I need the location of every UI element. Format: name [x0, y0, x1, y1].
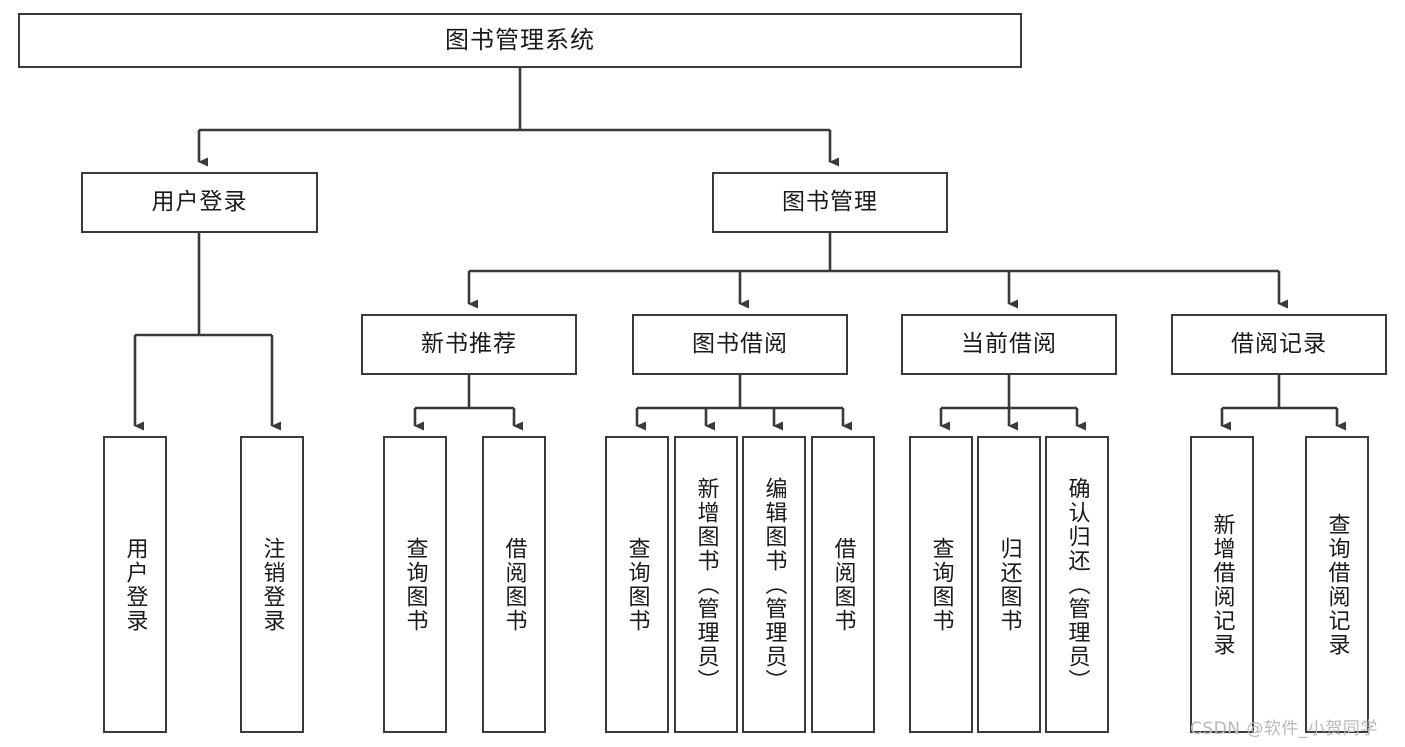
node-leaf-query-record[interactable]: 查询借阅记录: [1305, 436, 1369, 733]
node-book-borrow[interactable]: 图书借阅: [632, 314, 848, 375]
node-leaf-query-book-3[interactable]: 查询图书: [909, 436, 973, 733]
node-root-label: 图书管理系统: [445, 26, 595, 55]
node-leaf-borrow-book-2-label: 借阅图书: [830, 536, 856, 633]
node-current-borrow[interactable]: 当前借阅: [901, 314, 1117, 375]
node-book-management-label: 图书管理: [782, 188, 878, 215]
node-leaf-add-book-label: 新增图书（管理员）: [693, 476, 719, 693]
node-current-borrow-label: 当前借阅: [961, 330, 1057, 357]
node-leaf-user-logout[interactable]: 注销登录: [240, 436, 304, 733]
node-book-management[interactable]: 图书管理: [712, 172, 948, 233]
node-user-login[interactable]: 用户登录: [81, 172, 318, 233]
node-borrow-record-label: 借阅记录: [1231, 330, 1327, 357]
node-leaf-query-book-2[interactable]: 查询图书: [605, 436, 669, 733]
node-new-book-recommend[interactable]: 新书推荐: [361, 314, 577, 375]
node-leaf-confirm-return[interactable]: 确认归还（管理员）: [1045, 436, 1109, 733]
node-user-login-label: 用户登录: [151, 188, 248, 215]
node-leaf-query-record-label: 查询借阅记录: [1324, 512, 1350, 657]
node-leaf-add-book[interactable]: 新增图书（管理员）: [674, 436, 738, 733]
node-leaf-query-book-3-label: 查询图书: [928, 536, 954, 633]
node-leaf-borrow-book-2[interactable]: 借阅图书: [811, 436, 875, 733]
node-root[interactable]: 图书管理系统: [18, 13, 1022, 68]
node-leaf-confirm-return-label: 确认归还（管理员）: [1064, 476, 1090, 693]
node-leaf-query-book-2-label: 查询图书: [624, 536, 650, 633]
node-leaf-user-logout-label: 注销登录: [259, 536, 285, 633]
csdn-watermark: CSDN @软件_小贺同学: [1190, 719, 1378, 739]
node-leaf-add-record[interactable]: 新增借阅记录: [1190, 436, 1254, 733]
node-leaf-add-record-label: 新增借阅记录: [1209, 512, 1235, 657]
node-leaf-edit-book[interactable]: 编辑图书（管理员）: [742, 436, 806, 733]
node-leaf-edit-book-label: 编辑图书（管理员）: [761, 476, 787, 693]
node-book-borrow-label: 图书借阅: [692, 330, 788, 357]
node-leaf-borrow-book-1[interactable]: 借阅图书: [482, 436, 546, 733]
node-leaf-user-login-label: 用户登录: [122, 536, 148, 633]
node-leaf-query-book-1-label: 查询图书: [402, 536, 428, 633]
node-borrow-record[interactable]: 借阅记录: [1171, 314, 1387, 375]
node-leaf-borrow-book-1-label: 借阅图书: [501, 536, 527, 633]
node-leaf-return-book-label: 归还图书: [996, 536, 1022, 633]
node-new-book-recommend-label: 新书推荐: [421, 330, 517, 357]
node-leaf-query-book-1[interactable]: 查询图书: [383, 436, 447, 733]
node-leaf-user-login[interactable]: 用户登录: [103, 436, 167, 733]
node-leaf-return-book[interactable]: 归还图书: [977, 436, 1041, 733]
